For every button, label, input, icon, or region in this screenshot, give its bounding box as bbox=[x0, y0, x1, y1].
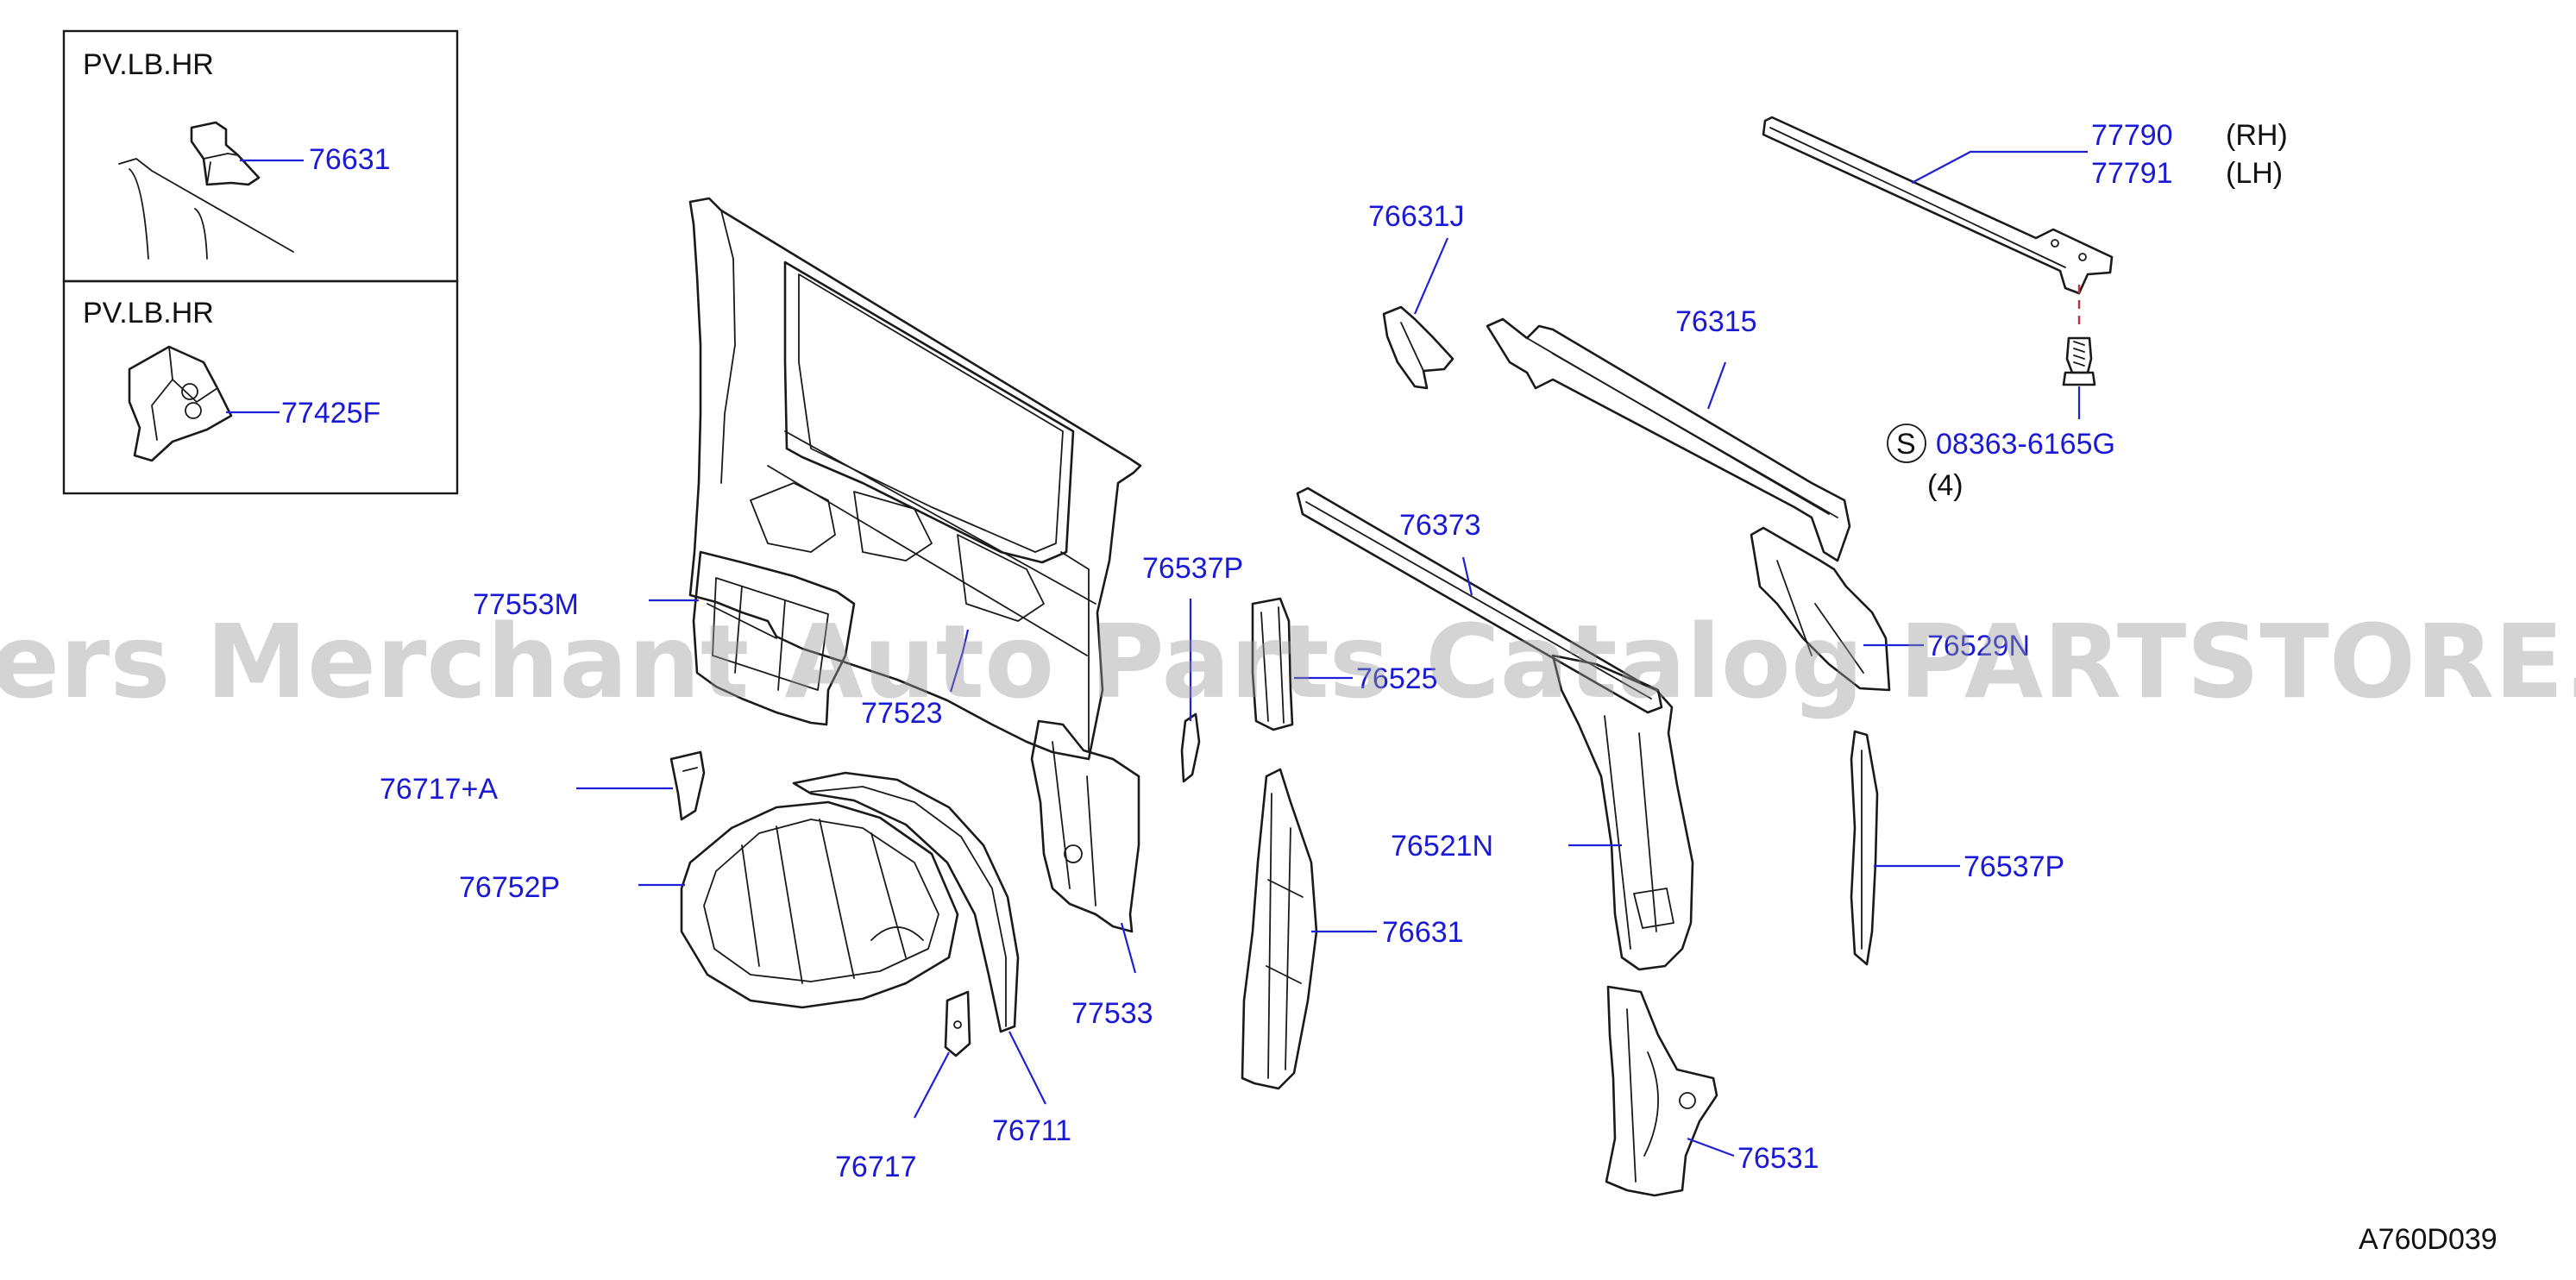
label-76531: 76531 bbox=[1737, 1142, 1819, 1175]
part-76315-drawing bbox=[1486, 317, 1851, 562]
inset-panels: PV.LB.HR PV.LB.HR 76631 77425F bbox=[62, 29, 459, 495]
label-76521N: 76521N bbox=[1391, 830, 1493, 863]
label-screw-part: 08363-6165G bbox=[1936, 428, 2115, 461]
part-76525-drawing bbox=[1251, 597, 1353, 731]
diagram-code: A760D039 bbox=[2359, 1223, 2497, 1256]
inset-1-bracket-drawing bbox=[118, 121, 304, 260]
inset-1-part-label: 76631 bbox=[309, 143, 391, 176]
label-76711: 76711 bbox=[992, 1114, 1071, 1147]
part-76717-drawing bbox=[914, 990, 971, 1119]
part-76521N-drawing bbox=[1551, 654, 1694, 971]
screw-drawing bbox=[1887, 285, 2096, 463]
leader-77523 bbox=[949, 629, 970, 693]
part-76529N-drawing bbox=[1750, 526, 1924, 692]
inset-2-part-label: 77425F bbox=[281, 397, 380, 430]
label-77533: 77533 bbox=[1071, 997, 1153, 1030]
label-76752P: 76752P bbox=[459, 871, 560, 904]
part-76531-drawing bbox=[1605, 985, 1735, 1197]
label-76373: 76373 bbox=[1399, 509, 1481, 542]
label-76631: 76631 bbox=[1382, 916, 1464, 949]
part-76537P-top-drawing bbox=[1180, 599, 1201, 783]
inset-2-bracket-drawing bbox=[128, 345, 280, 462]
label-76717: 76717 bbox=[835, 1151, 917, 1183]
part-76711-drawing bbox=[792, 771, 1046, 1105]
inset-box-2 bbox=[62, 279, 459, 495]
inset-1-title: PV.LB.HR bbox=[83, 48, 214, 81]
label-76537P-right: 76537P bbox=[1963, 850, 2064, 883]
label-rh: (RH) bbox=[2226, 119, 2288, 152]
label-77553M: 77553M bbox=[473, 588, 579, 621]
part-77553M-drawing bbox=[649, 550, 856, 726]
label-77523: 77523 bbox=[861, 697, 943, 730]
label-76529N: 76529N bbox=[1927, 630, 2030, 662]
label-77790: 77790 bbox=[2091, 119, 2173, 152]
side-body-panel-drawing bbox=[688, 197, 1142, 761]
label-lh: (LH) bbox=[2226, 157, 2283, 190]
part-77533-drawing bbox=[1030, 719, 1140, 974]
screw-symbol: S bbox=[1896, 428, 1916, 461]
watermark: Offers Merchant Auto Parts Catalog PARTS… bbox=[0, 602, 2576, 721]
label-76525: 76525 bbox=[1356, 662, 1438, 695]
part-76752P-drawing bbox=[638, 800, 959, 1009]
part-76373-drawing bbox=[1296, 486, 1663, 714]
label-76537P-top: 76537P bbox=[1142, 552, 1243, 585]
label-76315: 76315 bbox=[1675, 305, 1757, 338]
inset-2-title: PV.LB.HR bbox=[83, 297, 214, 329]
part-76537P-right-drawing bbox=[1850, 730, 1960, 966]
label-76631J: 76631J bbox=[1368, 200, 1465, 233]
label-76717A: 76717+A bbox=[380, 773, 498, 806]
label-77791: 77791 bbox=[2091, 157, 2173, 190]
part-76631-drawing bbox=[1241, 768, 1377, 1090]
part-76717A-drawing bbox=[576, 750, 706, 821]
part-77790-drawing bbox=[1762, 116, 2114, 295]
part-76631J-drawing bbox=[1382, 237, 1454, 390]
label-screw-qty: (4) bbox=[1927, 469, 1963, 502]
